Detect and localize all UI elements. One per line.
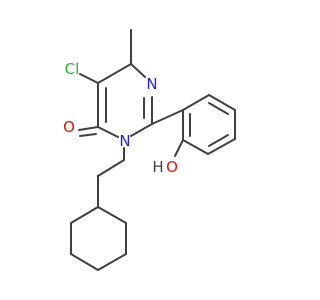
bond-ph2-oh	[174, 139, 184, 157]
bond-c6-c5	[97, 63, 132, 84]
bond-cy4-cy5	[70, 253, 99, 271]
cyclohexane-ring	[70, 206, 127, 271]
n3-nitrogen-label: N	[119, 132, 130, 150]
bond-c4-o	[78, 126, 99, 131]
bond-cy3-cy4	[97, 253, 127, 271]
hydroxyl-hydrogen-label: H	[152, 158, 163, 176]
phenyl-ring	[151, 94, 236, 155]
bond-n1-c6	[130, 63, 146, 78]
bond-ph3-ph4-inner	[208, 134, 229, 147]
bond-cy1-cy2	[97, 206, 127, 224]
bond-c5-cl	[79, 73, 99, 84]
bond-ph6-ph1	[182, 94, 210, 111]
bond-c2-phenyl	[151, 109, 184, 125]
hydroxyl-oxygen-label: O	[166, 158, 178, 176]
bond-cy6-cy1	[70, 206, 99, 224]
bond-ph2-ph3	[182, 139, 209, 155]
carbonyl-oxygen-label: O	[63, 118, 75, 136]
bond-ch2-ch2	[97, 159, 125, 177]
bond-n3-c2	[130, 123, 153, 137]
pyrimidinone-ring	[97, 63, 153, 138]
bond-ph3-ph4	[207, 138, 236, 155]
bond-c4-o-double	[79, 133, 97, 137]
bond-ph5-ph6	[208, 94, 236, 111]
bond-ph5-ph6-inner	[208, 102, 229, 115]
molecule-structure-diagram: Cl N N O O H	[63, 29, 236, 271]
bond-c4-n3	[97, 126, 119, 138]
ring-nitrogen-label: N	[146, 75, 157, 93]
chlorine-label: Cl	[65, 60, 80, 78]
